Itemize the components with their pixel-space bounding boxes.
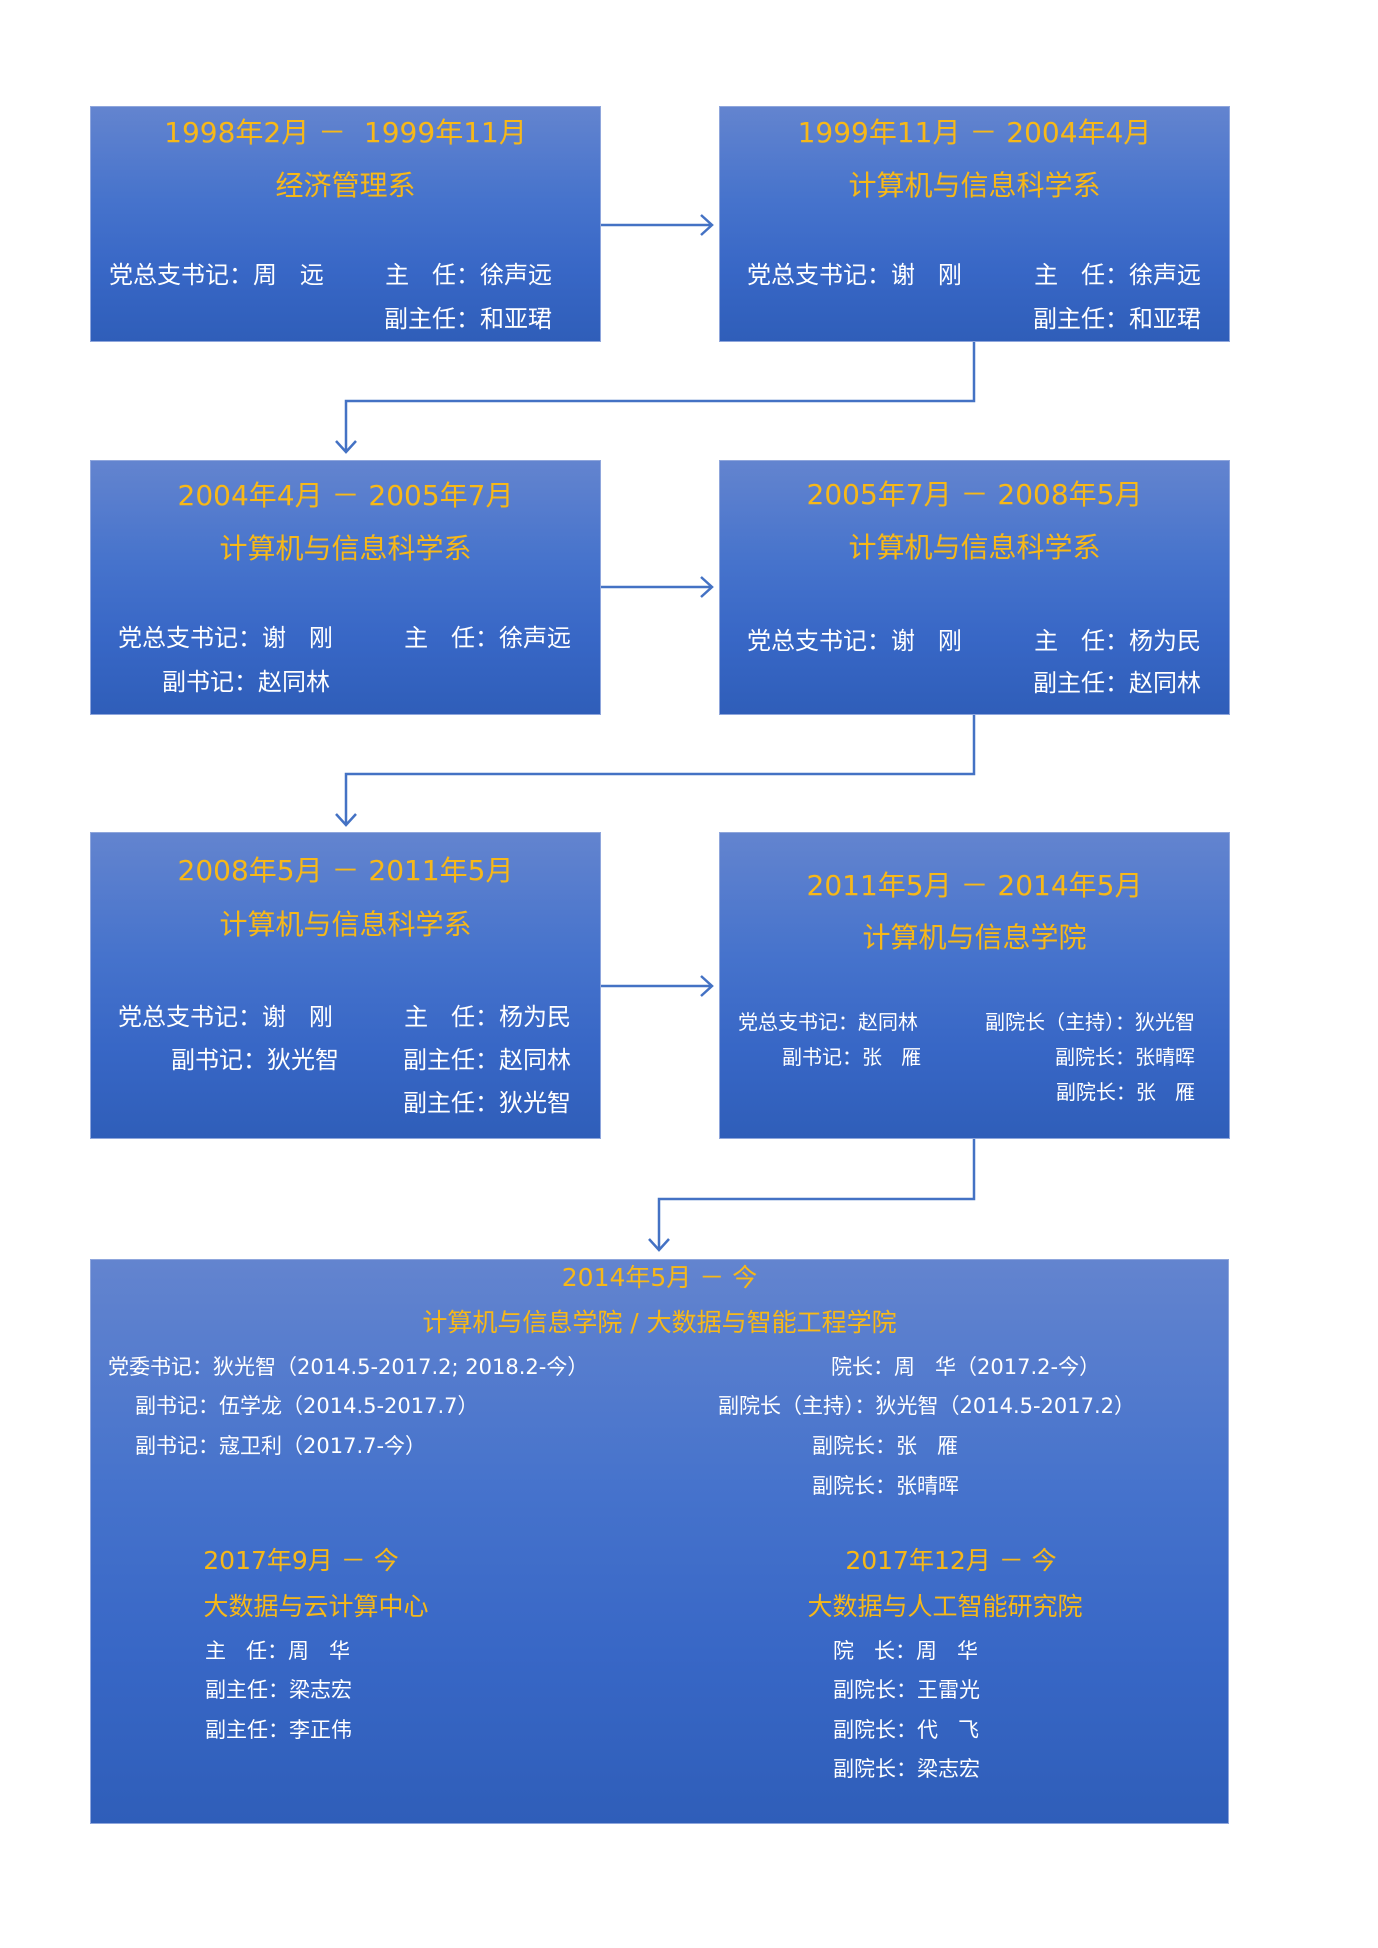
period-label: 2008年5月 － 2011年5月 — [177, 854, 514, 887]
vice-dean: 副院长：张晴晖 — [812, 1474, 959, 1498]
department-name: 计算机与信息科学系 — [848, 169, 1101, 202]
period-box-2008: 2008年5月 － 2011年5月 计算机与信息科学系 党总支书记：谢 刚 主 … — [90, 832, 601, 1139]
department-name: 计算机与信息科学系 — [848, 531, 1101, 564]
arrow-b1-to-b2 — [601, 214, 714, 236]
arrow-b5-to-b6 — [601, 975, 714, 997]
vice-dean: 副院长：张 雁 — [1055, 1080, 1195, 1104]
dean: 院长：周 华（2017.2-今） — [831, 1355, 1101, 1379]
period-label: 2004年4月 － 2005年7月 — [177, 479, 514, 512]
deputy-director: 副主任：和亚珺 — [384, 305, 552, 333]
sub-period-label: 2017年12月 － 今 — [845, 1546, 1057, 1575]
vice-dean: 副院长：张晴晖 — [1055, 1045, 1195, 1069]
party-secretary: 党委书记：狄光智（2014.5-2017.2; 2018.2-今） — [108, 1355, 589, 1379]
period-box-1998: 1998年2月 － 1999年11月 经济管理系 党总支书记：周 远 主 任：徐… — [90, 106, 601, 342]
party-secretary: 党总支书记：赵同林 — [738, 1010, 918, 1034]
party-secretary: 党总支书记：谢 刚 — [747, 627, 962, 655]
vice-dean: 副院长：张 雁 — [812, 1434, 959, 1458]
period-box-2004: 2004年4月 － 2005年7月 计算机与信息科学系 党总支书记：谢 刚 主 … — [90, 460, 601, 715]
department-name: 计算机与信息科学系 — [219, 532, 472, 565]
deputy-secretary: 副书记：狄光智 — [171, 1046, 339, 1074]
department-name: 计算机与信息科学系 — [219, 908, 472, 941]
deputy-director: 副主任：狄光智 — [403, 1089, 571, 1117]
party-secretary: 党总支书记：周 远 — [109, 261, 324, 289]
party-secretary: 党总支书记：谢 刚 — [118, 624, 333, 652]
director: 主 任：杨为民 — [404, 1003, 571, 1031]
sub-unit-name: 大数据与人工智能研究院 — [807, 1592, 1083, 1621]
deputy-director: 副主任：李正伟 — [205, 1718, 352, 1742]
director: 主 任：杨为民 — [1034, 627, 1201, 655]
period-label: 2005年7月 － 2008年5月 — [806, 478, 1143, 511]
department-name: 计算机与信息学院 — [862, 921, 1087, 954]
arrow-b6-to-b7 — [648, 1139, 976, 1252]
arrow-b2-to-b3 — [335, 342, 976, 454]
deputy-secretary: 副书记：寇卫利（2017.7-今） — [135, 1434, 427, 1458]
deputy-secretary: 副书记：张 雁 — [782, 1045, 922, 1069]
director: 主 任：徐声远 — [404, 624, 571, 652]
dean: 院 长：周 华 — [833, 1639, 979, 1663]
director: 主 任：徐声远 — [1034, 261, 1201, 289]
department-name: 经济管理系 — [275, 169, 416, 202]
period-box-2014: 2014年5月 － 今 计算机与信息学院 / 大数据与智能工程学院 党委书记：狄… — [90, 1259, 1229, 1824]
period-label: 1999年11月 － 2004年4月 — [797, 116, 1152, 149]
period-label: 1998年2月 － 1999年11月 — [164, 116, 527, 149]
arrow-b3-to-b4 — [601, 576, 714, 598]
vice-dean: 副院长：王雷光 — [833, 1678, 980, 1702]
period-box-2005: 2005年7月 － 2008年5月 计算机与信息科学系 党总支书记：谢 刚 主 … — [719, 460, 1230, 715]
sub-period-label: 2017年9月 － 今 — [203, 1546, 399, 1575]
period-box-1999: 1999年11月 － 2004年4月 计算机与信息科学系 党总支书记：谢 刚 主… — [719, 106, 1230, 342]
sub-unit-name: 大数据与云计算中心 — [203, 1592, 429, 1621]
deputy-director: 副主任：赵同林 — [1033, 669, 1201, 697]
director: 主 任：徐声远 — [385, 261, 552, 289]
department-name: 计算机与信息学院 / 大数据与智能工程学院 — [422, 1308, 897, 1337]
deputy-director: 副主任：梁志宏 — [205, 1678, 352, 1702]
period-label: 2011年5月 － 2014年5月 — [806, 869, 1143, 902]
deputy-secretary: 副书记：伍学龙（2014.5-2017.7） — [135, 1394, 479, 1418]
deputy-director: 副主任：赵同林 — [403, 1046, 571, 1074]
party-secretary: 党总支书记：谢 刚 — [118, 1003, 333, 1031]
director: 主 任：周 华 — [205, 1639, 351, 1663]
acting-vice-dean: 副院长（主持）：狄光智 — [985, 1010, 1195, 1034]
arrow-b4-to-b5 — [335, 715, 976, 827]
acting-vice-dean: 副院长（主持）：狄光智（2014.5-2017.2） — [718, 1394, 1136, 1418]
party-secretary: 党总支书记：谢 刚 — [747, 261, 962, 289]
period-label: 2014年5月 － 今 — [561, 1263, 758, 1292]
period-box-2011: 2011年5月 － 2014年5月 计算机与信息学院 党总支书记：赵同林 副院长… — [719, 832, 1230, 1139]
vice-dean: 副院长：代 飞 — [833, 1718, 980, 1742]
vice-dean: 副院长：梁志宏 — [833, 1757, 980, 1781]
deputy-director: 副主任：和亚珺 — [1033, 305, 1201, 333]
deputy-secretary: 副书记：赵同林 — [162, 668, 330, 696]
